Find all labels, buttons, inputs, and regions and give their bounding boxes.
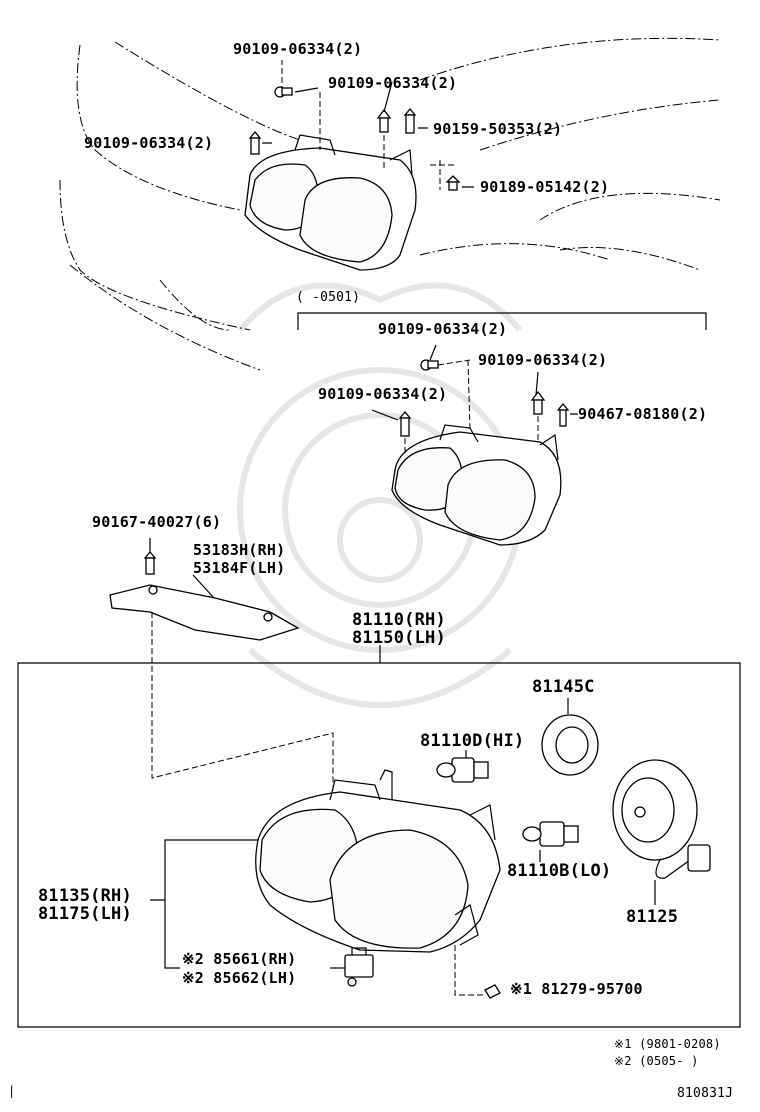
label-90109-06334-a: 90109-06334(2) <box>233 40 363 58</box>
headlamp-assembly-main <box>255 769 501 953</box>
leveler-motor <box>612 759 711 905</box>
label-81135-rh: 81135(RH) <box>38 886 132 906</box>
diagram-id: 810831J <box>677 1086 734 1101</box>
mid-fasteners <box>371 344 578 455</box>
label-81110d-hi: 81110D(HI) <box>420 731 525 751</box>
label-90109-06334-b: 90109-06334(2) <box>328 74 458 92</box>
label-90167-40027: 90167-40027(6) <box>92 513 222 531</box>
footnote-1: ※1 (9801-0208) <box>614 1037 721 1051</box>
socket-part <box>344 947 374 987</box>
label-81110-rh: 81110(RH) <box>352 610 446 630</box>
label-90109-06334-e: 90109-06334(2) <box>478 351 608 369</box>
label-90109-06334-f: 90109-06334(2) <box>318 385 448 403</box>
headlamp-mid <box>391 424 562 546</box>
label-53184f-lh: 53184F(LH) <box>193 559 286 577</box>
label-90109-06334-d: 90109-06334(2) <box>378 320 508 338</box>
bulb-hi <box>436 750 489 783</box>
retainer-bracket <box>109 538 334 790</box>
bulb-lo <box>522 821 579 862</box>
screw-part <box>484 984 501 999</box>
dust-cap <box>541 698 599 776</box>
label-81279-95700: ※1 81279-95700 <box>510 980 643 998</box>
label-81175-lh: 81175(LH) <box>38 904 132 924</box>
label-85661-rh: ※2 85661(RH) <box>182 950 297 968</box>
headlamp-top <box>244 134 417 271</box>
label-85662-lh: ※2 85662(LH) <box>182 969 297 987</box>
label-81150-lh: 81150(LH) <box>352 628 446 648</box>
assembly-box <box>17 645 741 1028</box>
label-90159-50353: 90159-50353(2) <box>433 120 563 138</box>
label-90467-08180: 90467-08180(2) <box>578 405 708 423</box>
label-81110b-lo: 81110B(LO) <box>507 861 612 881</box>
footnote-2: ※2 (0505- ) <box>614 1054 699 1068</box>
label-53183h-rh: 53183H(RH) <box>193 541 286 559</box>
label-81145c: 81145C <box>532 677 595 697</box>
label-81125: 81125 <box>626 907 679 927</box>
car-body-outline <box>59 37 721 371</box>
top-fasteners <box>248 60 474 191</box>
margin-mark: | <box>8 1084 16 1098</box>
leader-lines <box>150 839 485 996</box>
range-bracket <box>297 312 707 330</box>
label-90109-06334-c: 90109-06334(2) <box>84 134 214 152</box>
label-90189-05142: 90189-05142(2) <box>480 178 610 196</box>
range-label: ( -0501) <box>296 290 361 305</box>
